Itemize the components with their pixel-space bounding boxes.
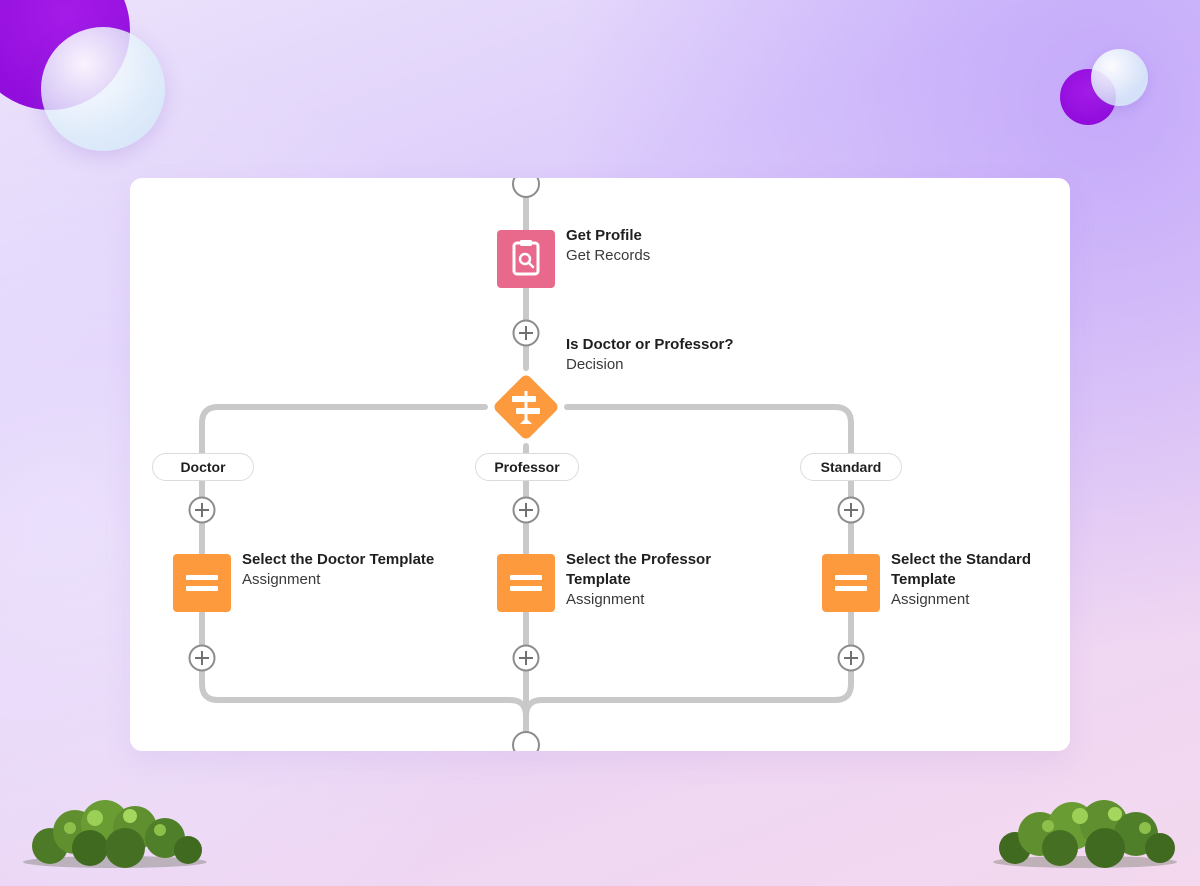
branch-label-text: Standard (820, 459, 882, 475)
node-type: Assignment (566, 591, 645, 608)
assignment-label-professor: Select the Professor Template Assignment (566, 550, 741, 610)
node-title: Select the Professor Template (566, 551, 712, 588)
node-title: Select the Standard Template (891, 551, 1032, 588)
assignment-icon (835, 575, 867, 591)
node-type: Get Records (566, 247, 651, 264)
get-records-node[interactable] (497, 230, 555, 288)
decorative-glass-bubble (1091, 49, 1148, 106)
decision-label: Is Doctor or Professor? Decision (566, 335, 734, 375)
add-element-button[interactable] (512, 496, 540, 524)
branch-label-doctor[interactable]: Doctor (152, 453, 254, 481)
assignment-label-standard: Select the Standard Template Assignment (891, 550, 1061, 610)
add-element-button[interactable] (512, 319, 540, 347)
node-title: Get Profile (566, 227, 642, 244)
node-title: Is Doctor or Professor? (566, 336, 734, 353)
node-title: Select the Doctor Template (242, 551, 435, 568)
assignment-icon (510, 575, 542, 591)
assignment-node-professor[interactable] (497, 554, 555, 612)
assignment-node-doctor[interactable] (173, 554, 231, 612)
flow-canvas: Get Profile Get Records Is Doctor or Pro… (130, 178, 1070, 751)
assignment-node-standard[interactable] (822, 554, 880, 612)
get-records-icon (512, 240, 540, 276)
node-type: Decision (566, 356, 624, 373)
get-profile-label: Get Profile Get Records (566, 226, 650, 266)
branch-label-standard[interactable]: Standard (800, 453, 902, 481)
assignment-label-doctor: Select the Doctor Template Assignment (242, 550, 472, 590)
decorative-glass-bubble (41, 27, 165, 151)
add-element-button[interactable] (512, 644, 540, 672)
branch-label-text: Professor (494, 459, 560, 475)
decision-icon (512, 391, 540, 424)
shrub-icon (23, 800, 207, 868)
branch-label-professor[interactable]: Professor (475, 453, 579, 481)
add-element-button[interactable] (837, 496, 865, 524)
node-type: Assignment (242, 571, 321, 588)
assignment-icon (186, 575, 218, 591)
add-element-button[interactable] (188, 644, 216, 672)
node-type: Assignment (891, 591, 970, 608)
branch-label-text: Doctor (180, 459, 226, 475)
add-element-button[interactable] (188, 496, 216, 524)
shrub-icon (993, 800, 1177, 868)
add-element-button[interactable] (837, 644, 865, 672)
decision-node[interactable] (485, 366, 567, 448)
